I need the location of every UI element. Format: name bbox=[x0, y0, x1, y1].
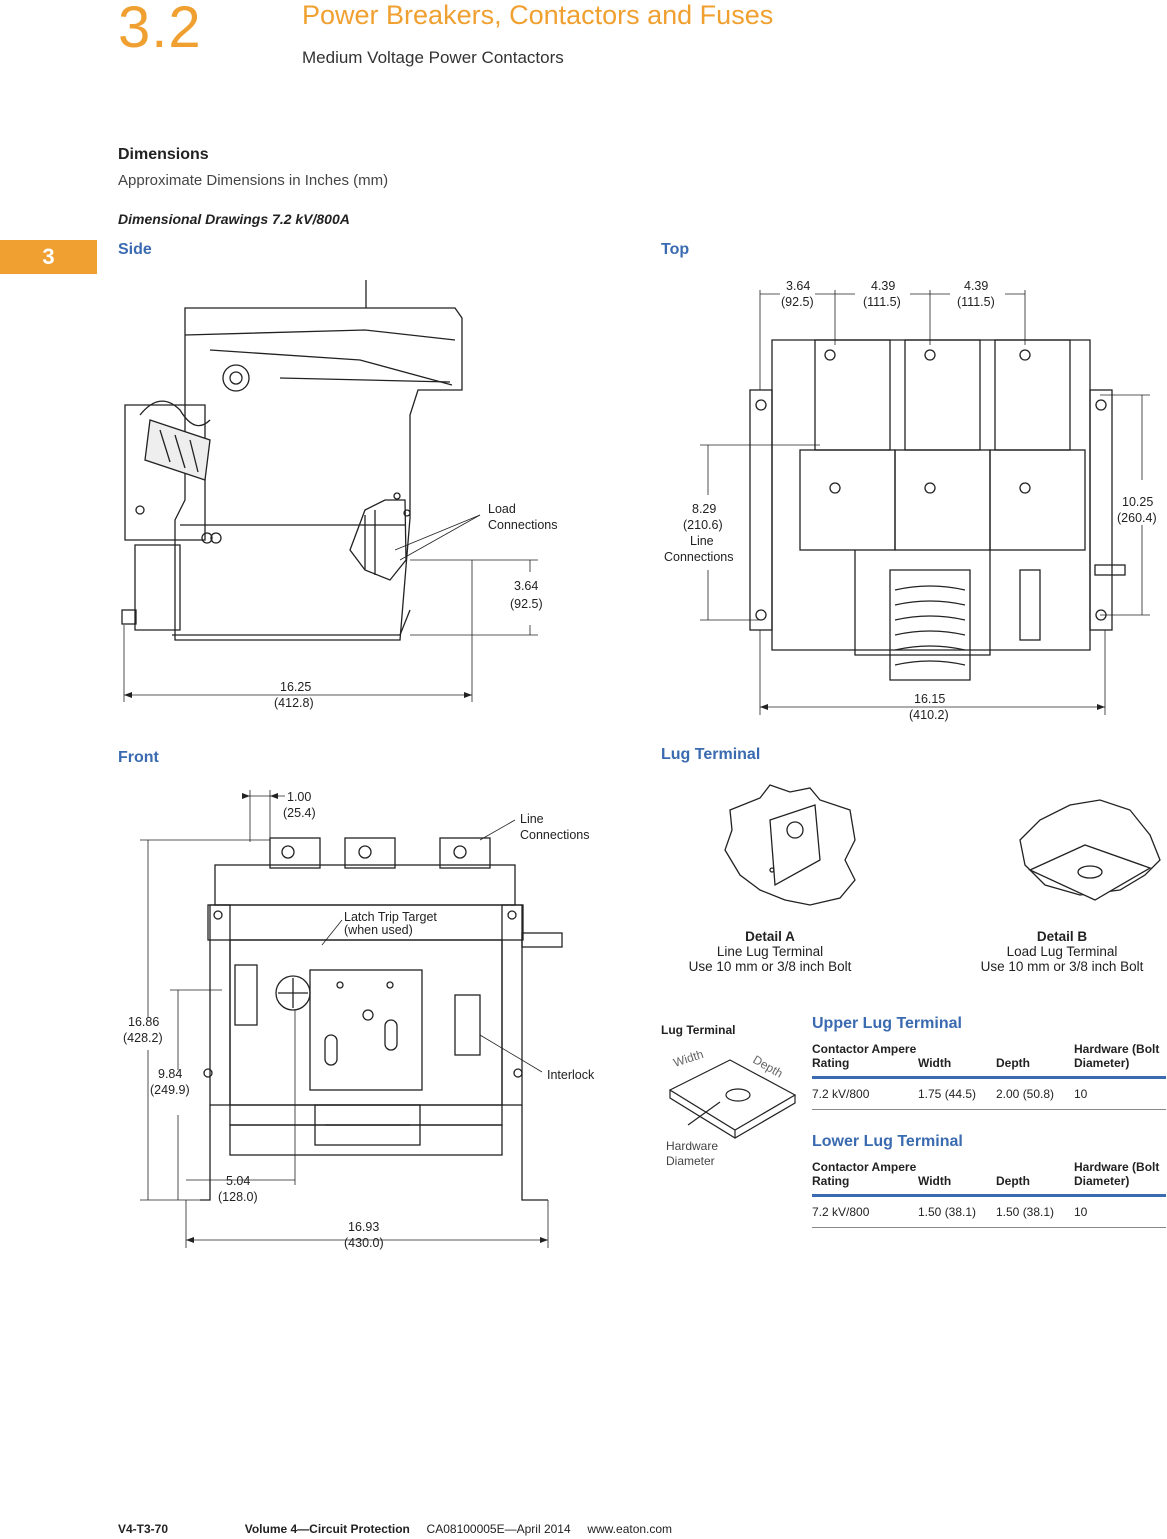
page-footer: V4-T3-70 Volume 4—Circuit Protection CA0… bbox=[118, 1522, 672, 1536]
top-d3-in: 4.39 bbox=[964, 279, 988, 293]
lower-cell-hardware: 10 bbox=[1074, 1195, 1166, 1228]
footer-volume: Volume 4—Circuit Protection bbox=[244, 1522, 410, 1536]
page-title: Power Breakers, Contactors and Fuses bbox=[302, 0, 774, 30]
front-gap-mm: (25.4) bbox=[283, 806, 316, 820]
lower-cell-width: 1.50 (38.1) bbox=[918, 1195, 996, 1228]
detail-b-title: Detail B bbox=[1036, 929, 1088, 944]
lower-col-depth: Depth bbox=[996, 1174, 1030, 1188]
side-load-label-1: Load bbox=[488, 502, 516, 516]
upper-col-rating: Contactor Ampere Rating bbox=[812, 1042, 917, 1070]
detail-b-line2: Use 10 mm or 3/8 inch Bolt bbox=[980, 959, 1144, 974]
front-w-in: 16.93 bbox=[348, 1220, 379, 1234]
upper-cell-depth: 2.00 (50.8) bbox=[996, 1077, 1074, 1110]
upper-col-hardware: Hardware (Bolt Diameter) bbox=[1074, 1042, 1160, 1070]
section-number: 3.2 bbox=[118, 0, 202, 60]
side-height-in: 3.64 bbox=[514, 579, 538, 593]
upper-table-header-row: Contactor Ampere Rating Width Depth Hard… bbox=[812, 1042, 1166, 1078]
front-line-label-2: Connections bbox=[520, 828, 590, 842]
side-height-mm: (92.5) bbox=[510, 597, 543, 611]
top-line-label-2: Connections bbox=[664, 550, 734, 564]
top-view-drawing: 3.64 (92.5) 4.39 (111.5) 4.39 (111.5) 8.… bbox=[664, 279, 1157, 722]
lug-view-label: Lug Terminal bbox=[661, 746, 761, 763]
detail-a-title: Detail A bbox=[745, 929, 795, 944]
footer-url: www.eaton.com bbox=[587, 1522, 673, 1536]
top-line-in: 8.29 bbox=[692, 502, 716, 516]
small-lug-depth-label: Depth bbox=[751, 1052, 786, 1080]
front-gap-in: 1.00 bbox=[287, 790, 311, 804]
front-view-drawing: 1.00 (25.4) Line Connections Latch Trip … bbox=[123, 790, 595, 1250]
lower-cell-rating: 7.2 kV/800 bbox=[812, 1195, 918, 1228]
lower-col-rating: Contactor Ampere Rating bbox=[812, 1160, 917, 1188]
top-view-label: Top bbox=[661, 241, 690, 258]
upper-cell-hardware: 10 bbox=[1074, 1077, 1166, 1110]
top-right-mm: (260.4) bbox=[1117, 511, 1157, 525]
dimensions-heading: Dimensions bbox=[118, 146, 209, 163]
top-width-mm: (410.2) bbox=[909, 708, 949, 722]
lower-lug-table: Contactor Ampere Rating Width Depth Hard… bbox=[812, 1160, 1166, 1228]
front-interlock-label: Interlock bbox=[547, 1068, 595, 1082]
top-d2-mm: (111.5) bbox=[863, 295, 901, 309]
upper-cell-width: 1.75 (44.5) bbox=[918, 1077, 996, 1110]
front-w-mm: (430.0) bbox=[344, 1236, 384, 1250]
front-h-mm: (428.2) bbox=[123, 1031, 163, 1045]
lower-table-header-row: Contactor Ampere Rating Width Depth Hard… bbox=[812, 1160, 1166, 1196]
small-lug-hardware-2: Diameter bbox=[666, 1154, 715, 1168]
top-line-mm: (210.6) bbox=[683, 518, 723, 532]
detail-a-line2: Use 10 mm or 3/8 inch Bolt bbox=[688, 959, 852, 974]
lower-cell-depth: 1.50 (38.1) bbox=[996, 1195, 1074, 1228]
top-d1-mm: (92.5) bbox=[781, 295, 814, 309]
small-lug-hardware-1: Hardware bbox=[666, 1139, 718, 1153]
table-row: 7.2 kV/800 1.75 (44.5) 2.00 (50.8) 10 bbox=[812, 1077, 1166, 1110]
side-view-label: Side bbox=[118, 241, 152, 258]
small-lug-drawing: Width Depth Hardware Diameter bbox=[666, 1047, 797, 1168]
side-depth-mm: (412.8) bbox=[274, 696, 314, 710]
front-view-label: Front bbox=[118, 749, 159, 766]
small-lug-title: Lug Terminal bbox=[661, 1023, 736, 1037]
upper-col-depth: Depth bbox=[996, 1056, 1030, 1070]
side-depth-in: 16.25 bbox=[280, 680, 311, 694]
front-h2-mm: (249.9) bbox=[150, 1083, 190, 1097]
small-lug-width-label: Width bbox=[672, 1047, 706, 1070]
upper-col-width: Width bbox=[918, 1056, 952, 1070]
front-w1-mm: (128.0) bbox=[218, 1190, 258, 1204]
detail-b-drawing bbox=[1019, 799, 1161, 901]
page-subtitle: Medium Voltage Power Contactors bbox=[302, 48, 564, 67]
top-d1-in: 3.64 bbox=[786, 279, 810, 293]
table-row: 7.2 kV/800 1.50 (38.1) 1.50 (38.1) 10 bbox=[812, 1195, 1166, 1228]
upper-lug-table: Contactor Ampere Rating Width Depth Hard… bbox=[812, 1042, 1166, 1110]
front-h2-in: 9.84 bbox=[158, 1067, 182, 1081]
detail-a-caption: Detail A Line Lug Terminal Use 10 mm or … bbox=[660, 929, 880, 974]
footer-doc: CA08100005E—April 2014 bbox=[426, 1522, 571, 1536]
side-load-label-2: Connections bbox=[488, 518, 558, 532]
front-latch-label-1: Latch Trip Target bbox=[344, 910, 437, 924]
top-right-in: 10.25 bbox=[1122, 495, 1153, 509]
drawing-title: Dimensional Drawings 7.2 kV/800A bbox=[118, 211, 350, 227]
upper-cell-rating: 7.2 kV/800 bbox=[812, 1077, 918, 1110]
top-width-in: 16.15 bbox=[914, 692, 945, 706]
top-d2-in: 4.39 bbox=[871, 279, 895, 293]
side-view-drawing: Load Connections 3.64 (92.5) 16.25 (412.… bbox=[121, 280, 558, 710]
upper-table-title: Upper Lug Terminal bbox=[812, 1015, 962, 1032]
detail-a-line1: Line Lug Terminal bbox=[716, 944, 824, 959]
dimensions-subheading: Approximate Dimensions in Inches (mm) bbox=[118, 172, 389, 189]
lower-col-width: Width bbox=[918, 1174, 952, 1188]
front-w1-in: 5.04 bbox=[226, 1174, 250, 1188]
lower-col-hardware: Hardware (Bolt Diameter) bbox=[1074, 1160, 1160, 1188]
chapter-tab: 3 bbox=[0, 240, 97, 274]
top-line-label-1: Line bbox=[690, 534, 714, 548]
detail-a-drawing bbox=[724, 784, 856, 906]
lower-table-title: Lower Lug Terminal bbox=[812, 1133, 963, 1150]
front-h-in: 16.86 bbox=[128, 1015, 159, 1029]
footer-page-number: V4-T3-70 bbox=[118, 1522, 169, 1536]
detail-b-line1: Load Lug Terminal bbox=[1006, 944, 1118, 959]
front-line-label-1: Line bbox=[520, 812, 544, 826]
detail-b-caption: Detail B Load Lug Terminal Use 10 mm or … bbox=[958, 929, 1166, 974]
top-d3-mm: (111.5) bbox=[957, 295, 995, 309]
front-latch-label-2: (when used) bbox=[344, 923, 413, 937]
